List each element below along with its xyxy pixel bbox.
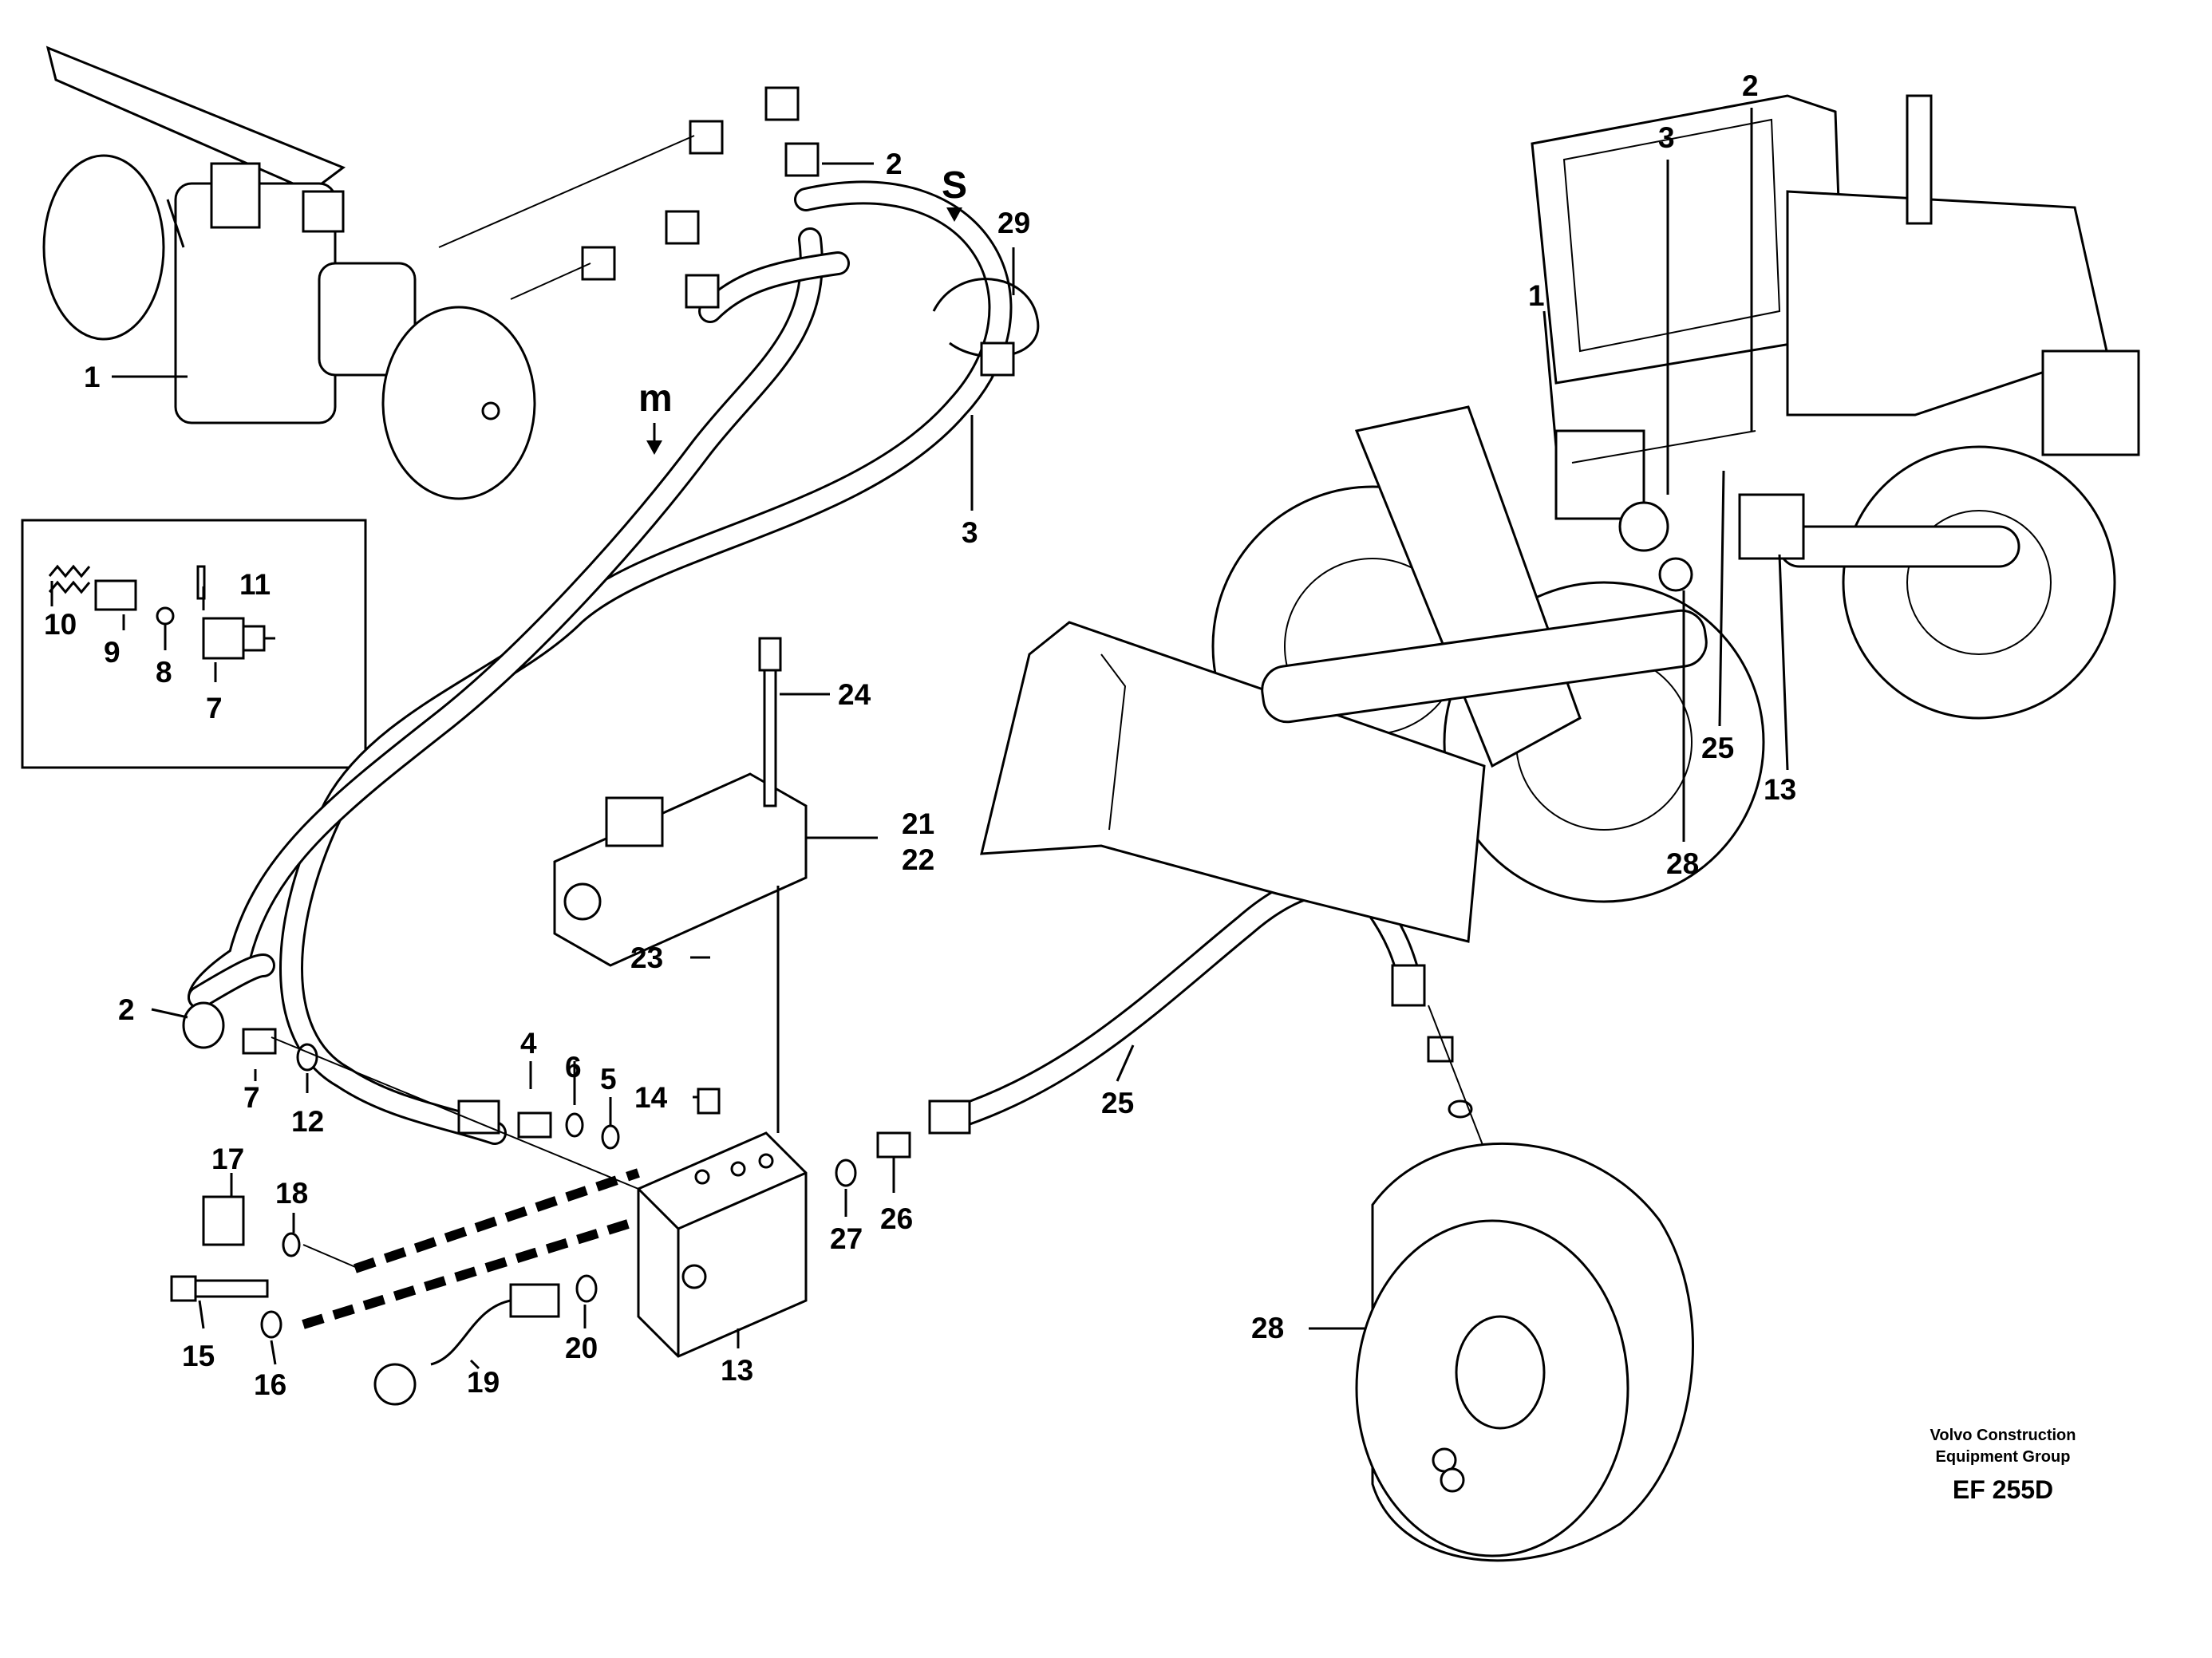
label-18: 18 bbox=[275, 1177, 308, 1210]
hose-lower-left bbox=[188, 953, 275, 1009]
label-28: 28 bbox=[1251, 1312, 1284, 1344]
accumulator-28 bbox=[1355, 1142, 1694, 1562]
label-23: 23 bbox=[630, 942, 663, 974]
label-3: 3 bbox=[1658, 121, 1675, 154]
label-s: S bbox=[942, 164, 967, 207]
brake-valve-assembly bbox=[42, 45, 536, 500]
label-14: 14 bbox=[634, 1081, 668, 1114]
label-28: 28 bbox=[1666, 847, 1699, 880]
label-17: 17 bbox=[211, 1143, 244, 1175]
fittings-26-27 bbox=[835, 1099, 971, 1187]
label-m: m bbox=[638, 377, 673, 420]
m-arrow-icon bbox=[646, 440, 662, 455]
label-1: 1 bbox=[1528, 279, 1545, 312]
bolt-24 bbox=[758, 637, 782, 807]
label-25: 25 bbox=[1701, 732, 1734, 764]
label-25: 25 bbox=[1101, 1087, 1134, 1119]
label-21: 21 bbox=[902, 807, 934, 840]
hose-clamp bbox=[932, 278, 1040, 377]
label-3: 3 bbox=[962, 516, 978, 549]
dashed-line-17 bbox=[354, 1168, 640, 1273]
detail-inset bbox=[21, 519, 367, 769]
label-7: 7 bbox=[243, 1081, 260, 1114]
loader-bucket bbox=[980, 621, 1486, 943]
figure-code: EF 255D bbox=[1953, 1475, 2053, 1504]
detail-valve-body bbox=[202, 617, 245, 660]
credit-line-1: Volvo Construction bbox=[1930, 1427, 2076, 1444]
brake-accumulator-top bbox=[381, 306, 536, 500]
label-24: 24 bbox=[838, 678, 871, 711]
loader-exhaust bbox=[1906, 94, 1933, 225]
label-2: 2 bbox=[118, 993, 135, 1026]
part-labels: 1 2 S 29 m 3 11 10 9 8 7 24 21 22 23 2 7… bbox=[44, 69, 1796, 1401]
credit-block: Volvo Construction Equipment Group EF 25… bbox=[1930, 1427, 2076, 1504]
detail-washer bbox=[94, 579, 137, 611]
label-8: 8 bbox=[156, 656, 172, 689]
label-26: 26 bbox=[880, 1202, 913, 1235]
pressure-sensor bbox=[373, 1274, 598, 1406]
label-9: 9 bbox=[104, 636, 120, 669]
label-5: 5 bbox=[600, 1063, 617, 1095]
loader-engine-hood bbox=[1786, 190, 2108, 416]
label-13: 13 bbox=[1764, 773, 1796, 806]
detail-ball bbox=[156, 606, 175, 626]
label-20: 20 bbox=[565, 1332, 598, 1364]
fitting-28-line bbox=[1391, 964, 1485, 1150]
wheel-loader bbox=[980, 94, 2140, 943]
loader-valve-block bbox=[1738, 493, 1805, 560]
label-10: 10 bbox=[44, 608, 77, 641]
flow-arrows bbox=[646, 207, 962, 455]
credit-line-2: Equipment Group bbox=[1936, 1448, 2071, 1466]
label-4: 4 bbox=[520, 1027, 537, 1060]
loader-rear-axle bbox=[1778, 525, 2020, 568]
label-29: 29 bbox=[997, 207, 1030, 239]
label-16: 16 bbox=[254, 1368, 286, 1401]
loader-brake-valve bbox=[1554, 429, 1645, 520]
label-12: 12 bbox=[291, 1105, 324, 1138]
label-13: 13 bbox=[721, 1354, 753, 1387]
label-2: 2 bbox=[886, 148, 903, 180]
top-fittings bbox=[438, 86, 820, 309]
loader-rear-wheel bbox=[1842, 445, 2116, 720]
label-19: 19 bbox=[467, 1366, 500, 1399]
label-6: 6 bbox=[565, 1051, 582, 1084]
label-22: 22 bbox=[902, 843, 934, 876]
test-nipple bbox=[202, 1195, 360, 1269]
hose-2 bbox=[188, 227, 824, 1009]
loader-front-axle bbox=[1261, 609, 1708, 724]
label-7: 7 bbox=[206, 692, 223, 724]
hose-upper-elbow bbox=[698, 251, 850, 323]
hose-25 bbox=[946, 871, 1424, 1129]
label-2: 2 bbox=[1742, 69, 1759, 102]
s-arrow-icon bbox=[946, 207, 962, 222]
valve-block bbox=[637, 1131, 808, 1358]
label-15: 15 bbox=[182, 1340, 215, 1372]
bolt-15 bbox=[170, 1275, 282, 1339]
detail-pin bbox=[196, 565, 206, 600]
loader-counterweight bbox=[2041, 349, 2140, 456]
label-11: 11 bbox=[239, 568, 271, 601]
label-1: 1 bbox=[84, 361, 101, 393]
detail-spring bbox=[48, 564, 91, 594]
label-27: 27 bbox=[830, 1222, 863, 1255]
dashed-line-15 bbox=[302, 1216, 640, 1329]
solenoid-valve bbox=[553, 772, 808, 967]
lower-fittings bbox=[182, 1001, 721, 1190]
